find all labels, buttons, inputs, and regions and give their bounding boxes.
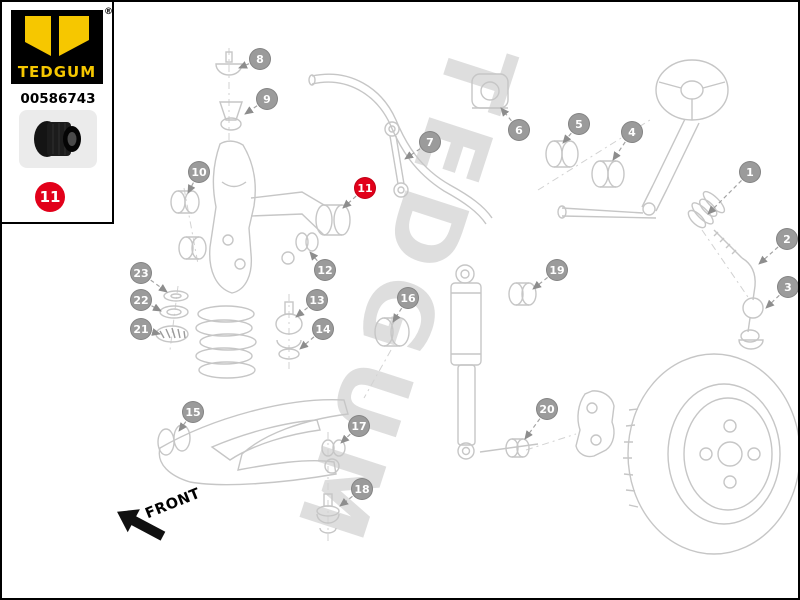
callout-23: 23 [130, 262, 152, 284]
highlight-badge: 11 [35, 182, 65, 212]
tedgum-logo: TEDGUM [11, 10, 103, 84]
callout-5: 5 [568, 113, 590, 135]
callout-22: 22 [130, 289, 152, 311]
callout-7: 7 [419, 131, 441, 153]
callout-18: 18 [351, 478, 373, 500]
product-photo [19, 110, 97, 168]
brand-panel: TEDGUM ® 00586743 11 [2, 2, 114, 224]
callout-17: 17 [348, 415, 370, 437]
callout-2: 2 [776, 228, 798, 250]
tedgum-logo-mark-icon [25, 16, 89, 56]
callout-13: 13 [306, 289, 328, 311]
callout-6: 6 [508, 119, 530, 141]
callout-14: 14 [312, 318, 334, 340]
callout-4: 4 [621, 121, 643, 143]
callout-10: 10 [188, 161, 210, 183]
callout-12: 12 [314, 259, 336, 281]
callout-16: 16 [397, 287, 419, 309]
logo-text: TEDGUM [17, 63, 97, 81]
callout-21: 21 [130, 318, 152, 340]
bushing-photo-icon [34, 121, 81, 157]
callout-1: 1 [739, 161, 761, 183]
callout-15: 15 [182, 401, 204, 423]
callout-3: 3 [777, 276, 798, 298]
callout-20: 20 [536, 398, 558, 420]
front-arrow-icon [117, 509, 166, 541]
registered-trademark: ® [104, 7, 113, 17]
part-number: 00586743 [20, 91, 96, 107]
leader-lines [150, 61, 780, 507]
front-indicator: FRONT [112, 486, 212, 544]
callout-19: 19 [546, 259, 568, 281]
callout-8: 8 [249, 48, 271, 70]
callout-11: 11 [354, 177, 376, 199]
callout-9: 9 [256, 88, 278, 110]
